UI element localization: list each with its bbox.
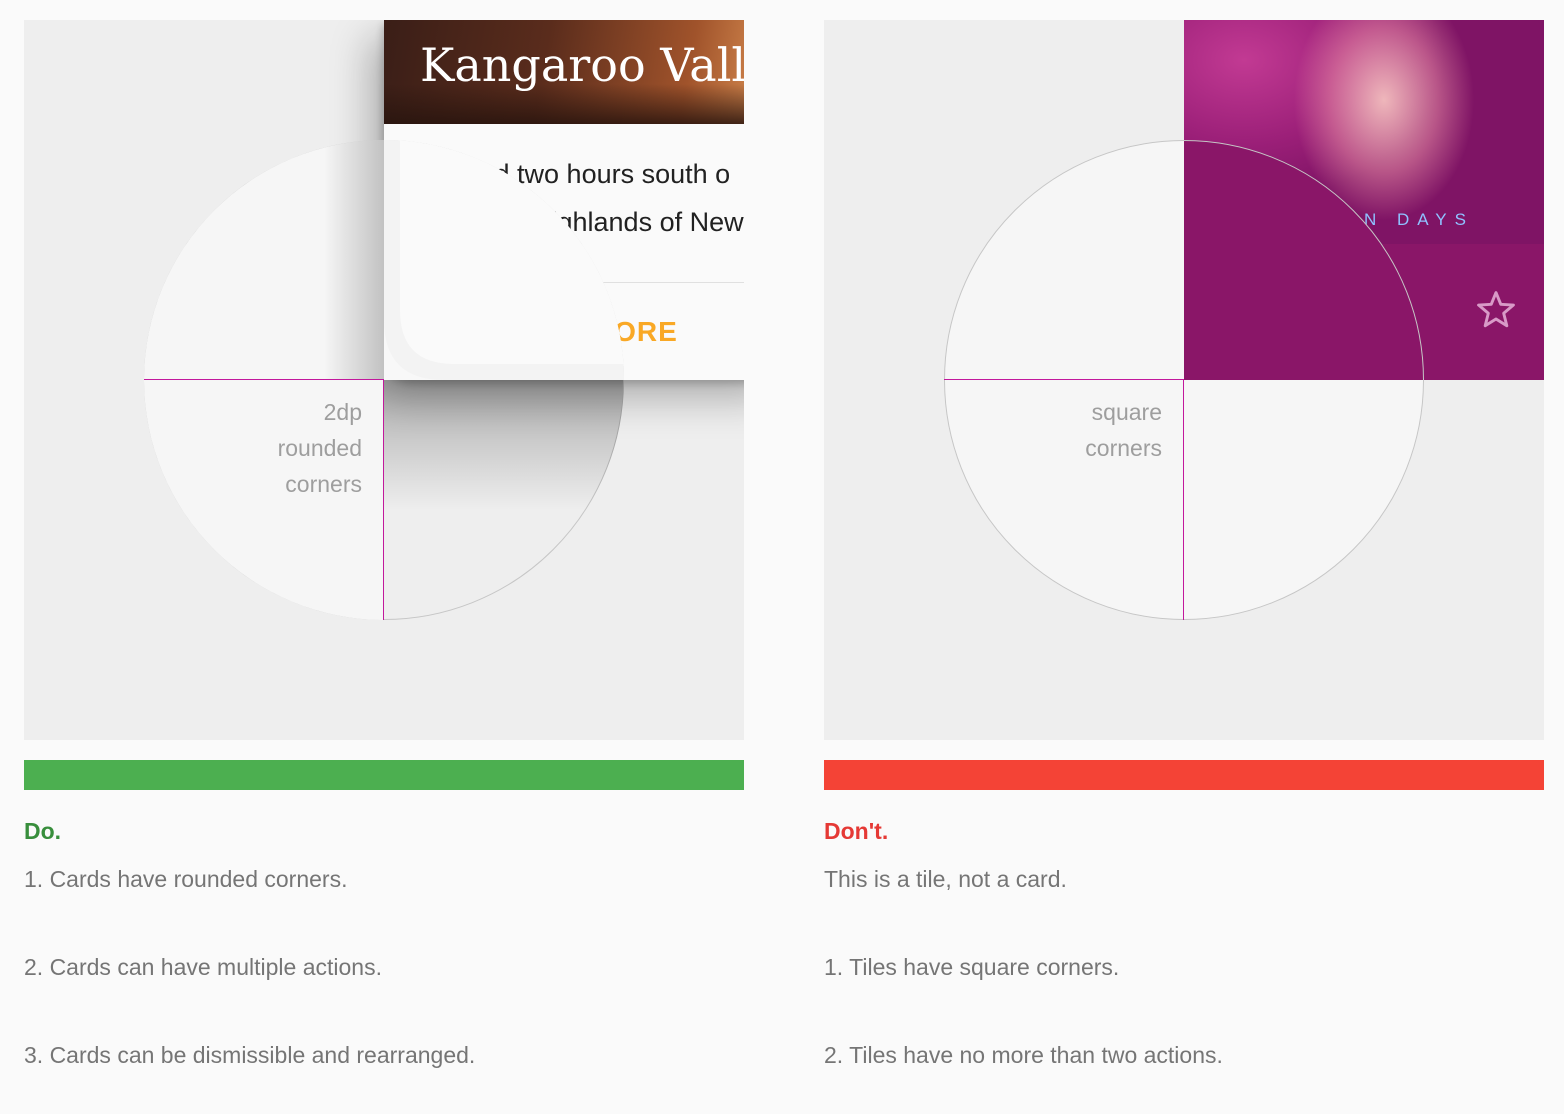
do-caption-item: 2. Cards can have multiple actions. [24, 954, 382, 980]
dont-caption-item: 1. Tiles have square corners. [824, 954, 1120, 980]
dont-status-bar [824, 760, 1544, 790]
do-heading: Do. [24, 818, 62, 844]
card-title: Kangaroo Valle [420, 38, 744, 92]
dont-heading: Don't. [824, 818, 889, 844]
do-status-bar [24, 760, 744, 790]
album-art-text: N DAYS [1363, 210, 1474, 229]
dont-caption-item: 2. Tiles have no more than two actions. [824, 1042, 1223, 1068]
card-hero-image [384, 20, 744, 124]
vertical-guide-line [1183, 380, 1184, 620]
magnifier-label: 2dp rounded corners [277, 399, 362, 497]
vertical-guide-line [383, 380, 384, 620]
do-caption-item: 3. Cards can be dismissible and rearrang… [24, 1042, 476, 1068]
example-card: Kangaroo Valle ted two hours south o Hig… [384, 20, 744, 380]
magnifier-label: square corners [1085, 399, 1162, 461]
dont-caption-item: This is a tile, not a card. [824, 866, 1067, 892]
horizontal-guide-line [944, 379, 1184, 380]
star-outline-icon [1477, 291, 1515, 328]
horizontal-guide-line [144, 379, 384, 380]
dont-example-panel: N DAYS square corners [824, 20, 1544, 740]
do-caption-item: 1. Cards have rounded corners. [24, 866, 348, 892]
do-example-panel: Kangaroo Valle ted two hours south o Hig… [24, 20, 744, 740]
magnifier-lens-overlay [144, 140, 624, 620]
corner-magnifier [944, 140, 1424, 620]
